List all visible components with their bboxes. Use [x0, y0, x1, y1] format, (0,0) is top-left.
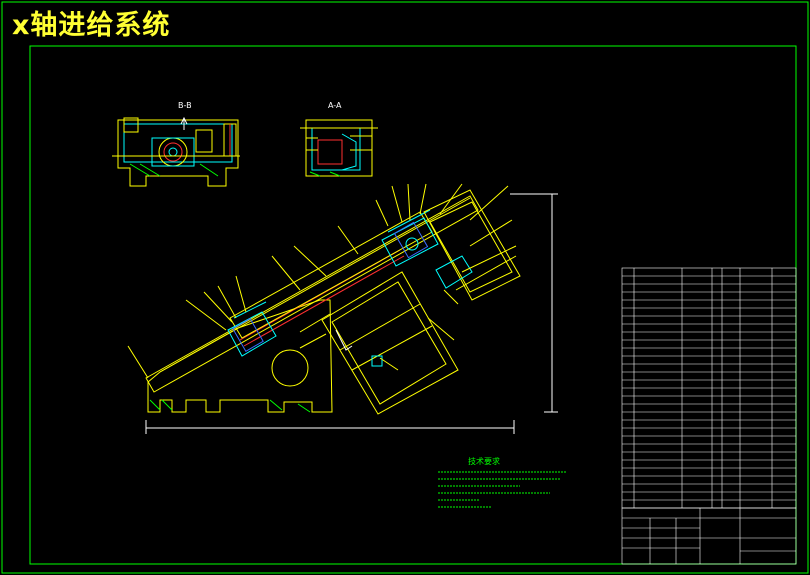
motor-housing — [423, 189, 521, 301]
bearing-block-right — [381, 209, 439, 267]
section-aa-label: A-A — [328, 101, 342, 110]
base-bore — [271, 349, 309, 387]
section-bb-label: B-B — [178, 101, 192, 110]
technical-requirements: 技术要求 — [438, 456, 566, 508]
section-view-bb: B-B — [112, 101, 240, 187]
section-view-aa: A-A — [300, 101, 378, 177]
dimension-vertical — [510, 193, 558, 413]
drawing-title: x轴进给系统 — [12, 10, 171, 41]
title-block — [621, 507, 797, 565]
dimension-horizontal — [145, 420, 515, 434]
inclined-guideway — [145, 195, 479, 393]
main-assembly-view — [127, 183, 558, 434]
tech-req-heading: 技术要求 — [468, 456, 500, 466]
leader-lines — [127, 183, 517, 379]
motor-mount — [321, 271, 459, 415]
base-casting — [147, 299, 333, 413]
parts-list-table — [621, 267, 797, 509]
bearing-block-left — [227, 301, 277, 357]
